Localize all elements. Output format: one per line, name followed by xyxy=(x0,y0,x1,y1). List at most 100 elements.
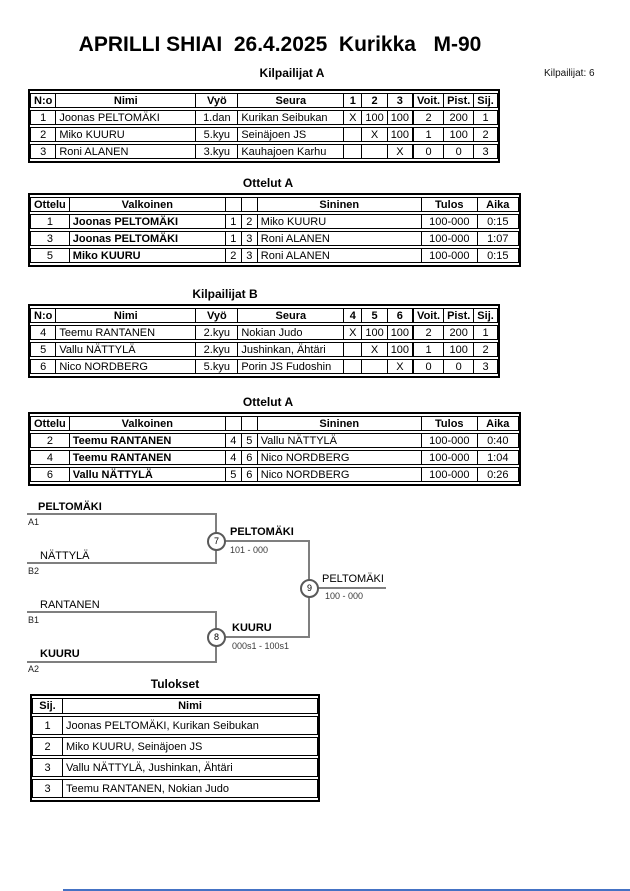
cell-name: Miko KUURU, Seinäjoen JS xyxy=(62,737,318,756)
pool-a-table: N:o Nimi Vyö Seura 1 2 3 Voit. Pist. Sij… xyxy=(28,89,500,163)
header-cell: Valkoinen xyxy=(68,416,225,431)
header-cell xyxy=(240,416,257,431)
table-row: 3 Roni ALANEN 3.kyu Kauhajoen Karhu X 0 … xyxy=(30,144,498,159)
cell-time: 0:26 xyxy=(476,467,519,482)
header-cell xyxy=(240,197,257,212)
table-row: 6 Nico NORDBERG 5.kyu Porin JS Fudoshin … xyxy=(30,359,498,374)
matches-header-row: Ottelu Valkoinen Sininen Tulos Aika xyxy=(30,416,519,431)
header-cell: Voit. xyxy=(412,308,444,323)
header-cell: Vyö xyxy=(195,93,238,108)
cell-result: 100-000 xyxy=(420,450,477,465)
cell-white: Teemu RANTANEN xyxy=(68,433,225,448)
matches-a2-table: Ottelu Valkoinen Sininen Tulos Aika 2 Te… xyxy=(28,412,521,486)
cell-club: Porin JS Fudoshin xyxy=(237,359,344,374)
cell-blue: Roni ALANEN xyxy=(256,231,421,246)
table-row: 4 Teemu RANTANEN 4 6 Nico NORDBERG 100-0… xyxy=(30,450,519,465)
header-cell xyxy=(224,197,241,212)
cell-blue-no: 3 xyxy=(240,248,257,263)
header-cell: Valkoinen xyxy=(68,197,225,212)
cell-white: Miko KUURU xyxy=(68,248,225,263)
bracket-connector xyxy=(216,540,310,542)
bracket-connector xyxy=(216,636,310,638)
cell-time: 0:40 xyxy=(476,433,519,448)
cell-place: 2 xyxy=(473,127,498,142)
cell-belt: 3.kyu xyxy=(195,144,238,159)
header-cell: Sij. xyxy=(473,308,498,323)
competitors-count: Kilpailijat: 6 xyxy=(544,68,595,79)
cell-match-no: 1 xyxy=(30,214,69,229)
page-title: APRILLI SHIAI 26.4.2025 Kurikka M-90 xyxy=(78,33,482,56)
header-cell: Ottelu xyxy=(30,416,69,431)
table-row: 1 Joonas PELTOMÄKI 1 2 Miko KUURU 100-00… xyxy=(30,214,519,229)
cell-club: Kurikan Seibukan xyxy=(237,110,344,125)
bracket-match-score: 101 - 000 xyxy=(230,545,269,555)
cell-white: Teemu RANTANEN xyxy=(68,450,225,465)
cell-place: 1 xyxy=(473,325,498,340)
cell-result: 100-000 xyxy=(420,248,477,263)
cell-white-no: 4 xyxy=(224,450,241,465)
cell-place: 2 xyxy=(473,342,498,357)
header-cell: Nimi xyxy=(55,93,196,108)
cell-place: 1 xyxy=(32,716,62,735)
cell-wins: 0 xyxy=(412,144,444,159)
cell-result: 100-000 xyxy=(420,214,477,229)
cell-place: 2 xyxy=(32,737,62,756)
pool-a-header-row: N:o Nimi Vyö Seura 1 2 3 Voit. Pist. Sij… xyxy=(30,93,498,108)
table-row: 1 Joonas PELTOMÄKI 1.dan Kurikan Seibuka… xyxy=(30,110,498,125)
table-row: 2 Miko KUURU 5.kyu Seinäjoen JS X 100 1 … xyxy=(30,127,498,142)
cell-blue-no: 6 xyxy=(240,467,257,482)
cell-wins: 0 xyxy=(412,359,444,374)
table-row: 4 Teemu RANTANEN 2.kyu Nokian Judo X 100… xyxy=(30,325,498,340)
cell-match-no: 6 xyxy=(30,467,69,482)
cell-result: 100-000 xyxy=(420,467,477,482)
cell-score: 100 xyxy=(386,110,413,125)
cell-blue-no: 6 xyxy=(240,450,257,465)
table-row: 2 Teemu RANTANEN 4 5 Vallu NÄTTYLÄ 100-0… xyxy=(30,433,519,448)
cell-points: 200 xyxy=(443,110,474,125)
bracket-entry-name: KUURU xyxy=(40,648,80,660)
table-row: 2 Miko KUURU, Seinäjoen JS xyxy=(32,737,318,756)
cell-wins: 2 xyxy=(412,110,444,125)
cell-white: Vallu NÄTTYLÄ xyxy=(68,467,225,482)
cell-belt: 2.kyu xyxy=(195,325,238,340)
matches-a1-table: Ottelu Valkoinen Sininen Tulos Aika 1 Jo… xyxy=(28,193,521,267)
header-cell: 3 xyxy=(386,93,413,108)
cell-wins: 1 xyxy=(412,342,444,357)
cell-blue: Nico NORDBERG xyxy=(256,450,421,465)
cell-club: Seinäjoen JS xyxy=(237,127,344,142)
cell-score: X xyxy=(386,144,413,159)
cell-score: X xyxy=(361,127,387,142)
cell-points: 0 xyxy=(443,359,474,374)
table-row: 3 Vallu NÄTTYLÄ, Jushinkan, Ähtäri xyxy=(32,758,318,777)
table-row: 5 Miko KUURU 2 3 Roni ALANEN 100-000 0:1… xyxy=(30,248,519,263)
cell-name: Joonas PELTOMÄKI, Kurikan Seibukan xyxy=(62,716,318,735)
header-cell: Voit. xyxy=(412,93,444,108)
match-number-badge: 7 xyxy=(207,532,226,551)
match-number-badge: 9 xyxy=(300,579,319,598)
cell-score: X xyxy=(386,359,413,374)
header-cell: Sininen xyxy=(256,197,421,212)
table-row: 6 Vallu NÄTTYLÄ 5 6 Nico NORDBERG 100-00… xyxy=(30,467,519,482)
header-cell: 6 xyxy=(386,308,413,323)
section-title-matches-a1: Ottelut A xyxy=(242,176,294,190)
cell-blue: Miko KUURU xyxy=(256,214,421,229)
bracket-entry-seed: A2 xyxy=(28,664,40,674)
cell-time: 0:15 xyxy=(476,214,519,229)
cell-white-no: 1 xyxy=(224,231,241,246)
match-number-badge: 8 xyxy=(207,628,226,647)
table-row: 3 Teemu RANTANEN, Nokian Judo xyxy=(32,779,318,798)
cell-time: 0:15 xyxy=(476,248,519,263)
cell-name: Teemu RANTANEN xyxy=(55,325,196,340)
cell-white-no: 1 xyxy=(224,214,241,229)
header-cell: Ottelu xyxy=(30,197,69,212)
cell-blue-no: 2 xyxy=(240,214,257,229)
header-cell: 1 xyxy=(343,93,362,108)
cell-points: 0 xyxy=(443,144,474,159)
cell-blue: Roni ALANEN xyxy=(256,248,421,263)
header-cell: Sij. xyxy=(32,698,62,714)
header-cell: Aika xyxy=(476,197,519,212)
cell-score xyxy=(361,359,387,374)
cell-place: 3 xyxy=(473,144,498,159)
cell-score: 100 xyxy=(361,325,387,340)
